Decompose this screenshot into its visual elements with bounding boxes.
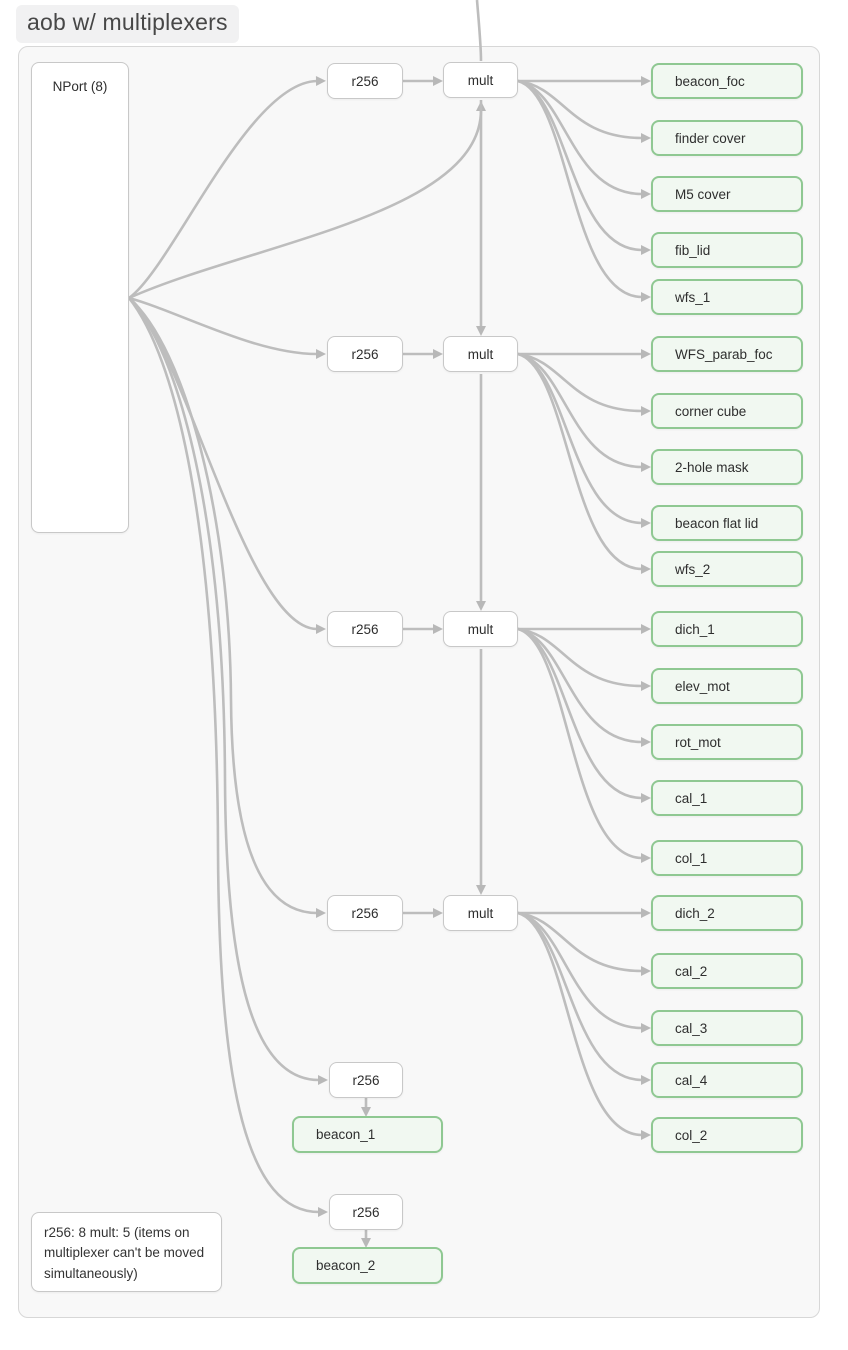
node-wfs_1: wfs_1 (651, 279, 803, 315)
node-mult_2: mult (443, 336, 518, 372)
edge-mult_2-beacon_flat_lid (517, 352, 651, 528)
node-r256_2: r256 (327, 336, 403, 372)
node-col_2: col_2 (651, 1117, 803, 1153)
node-two_hole_mask: 2-hole mask (651, 449, 803, 485)
node-col_1: col_1 (651, 840, 803, 876)
node-nport: NPort (8) (31, 62, 129, 533)
edge-mult_2-two_hole_mask (517, 352, 651, 472)
legend-note: r256: 8 mult: 5 (items on multiplexer ca… (31, 1212, 222, 1292)
node-beacon_1: beacon_1 (292, 1116, 443, 1153)
edge-mult_3-col_1 (517, 627, 651, 863)
node-beacon_foc: beacon_foc (651, 63, 803, 99)
edge-offscreen_top-mult_1 (475, 0, 483, 62)
edge-mult_4-cal_2 (517, 911, 651, 976)
node-wfs_2: wfs_2 (651, 551, 803, 587)
edge-nport-r256_2 (128, 296, 326, 359)
node-elev_mot: elev_mot (651, 668, 803, 704)
edge-nport-r256_4 (128, 297, 326, 918)
edge-mult_4-cal_3 (517, 911, 651, 1033)
node-cal_1: cal_1 (651, 780, 803, 816)
node-beacon_2: beacon_2 (292, 1247, 443, 1284)
node-r256_4: r256 (327, 895, 403, 931)
node-mult_3: mult (443, 611, 518, 647)
page-title: aob w/ multiplexers (16, 5, 239, 43)
node-cal_4: cal_4 (651, 1062, 803, 1098)
edge-mult_2-corner_cube (517, 352, 651, 416)
node-mult_1: mult (443, 62, 518, 98)
node-fib_lid: fib_lid (651, 232, 803, 268)
edge-nport-r256_6 (127, 297, 328, 1217)
node-r256_3: r256 (327, 611, 403, 647)
edge-mult_3-rot_mot (517, 627, 651, 747)
edge-mult_4-cal_4 (517, 911, 651, 1085)
node-m5_cover: M5 cover (651, 176, 803, 212)
node-r256_6: r256 (329, 1194, 403, 1230)
edge-mult_3-elev_mot (517, 627, 651, 691)
edge-nport-r256_1 (128, 76, 326, 300)
node-rot_mot: rot_mot (651, 724, 803, 760)
node-cal_2: cal_2 (651, 953, 803, 989)
edge-mult_1-m5_cover (517, 79, 651, 199)
edge-mult_1-wfs_1 (517, 79, 651, 302)
node-wfs_parab_foc: WFS_parab_foc (651, 336, 803, 372)
node-finder_cover: finder cover (651, 120, 803, 156)
edge-mult_3-cal_1 (517, 627, 651, 803)
edge-mult_4-col_2 (517, 911, 651, 1140)
edge-mult_2-wfs_2 (517, 352, 651, 574)
edge-nport-r256_5 (128, 297, 328, 1085)
edge-mult_1-fib_lid (517, 79, 651, 255)
node-beacon_flat_lid: beacon flat lid (651, 505, 803, 541)
edge-mult_1-finder_cover (517, 79, 651, 143)
edge-nport-mult_1 (128, 101, 486, 300)
node-r256_1: r256 (327, 63, 403, 99)
node-dich_2: dich_2 (651, 895, 803, 931)
node-mult_4: mult (443, 895, 518, 931)
node-dich_1: dich_1 (651, 611, 803, 647)
node-corner_cube: corner cube (651, 393, 803, 429)
node-cal_3: cal_3 (651, 1010, 803, 1046)
node-r256_5: r256 (329, 1062, 403, 1098)
